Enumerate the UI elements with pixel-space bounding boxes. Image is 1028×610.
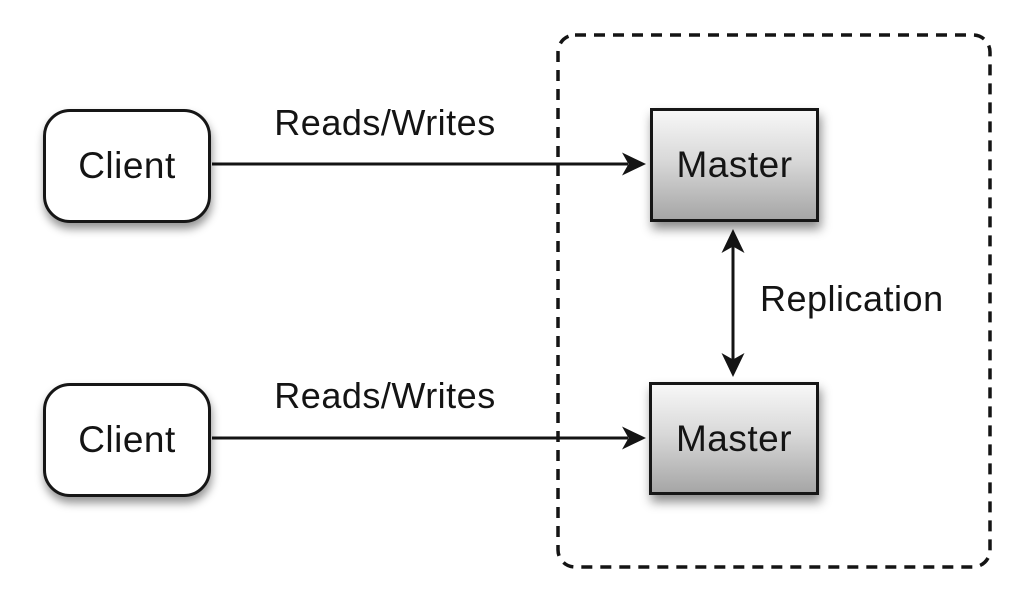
node-master-bottom-label: Master [675, 417, 793, 459]
replication-arrowhead-down-icon [721, 353, 745, 377]
edge-label-reads-writes-top: Reads/Writes [274, 102, 496, 143]
replication-zone-dashed-border [556, 33, 992, 569]
reads-writes-top-arrowhead-icon [622, 152, 646, 176]
node-master-top: Master [650, 108, 819, 222]
replication-arrowhead-up-icon [721, 229, 745, 253]
edge-label-reads-writes-bottom: Reads/Writes [274, 375, 496, 416]
node-client-top: Client [43, 109, 211, 223]
reads-writes-bottom-arrowhead-icon [622, 426, 646, 450]
node-client-top-label: Client [78, 145, 176, 186]
edge-label-replication: Replication [760, 278, 944, 319]
node-master-bottom: Master [649, 382, 819, 495]
node-master-top-label: Master [676, 144, 793, 185]
node-client-bottom: Client [43, 383, 211, 497]
node-client-bottom-label: Client [78, 419, 176, 460]
